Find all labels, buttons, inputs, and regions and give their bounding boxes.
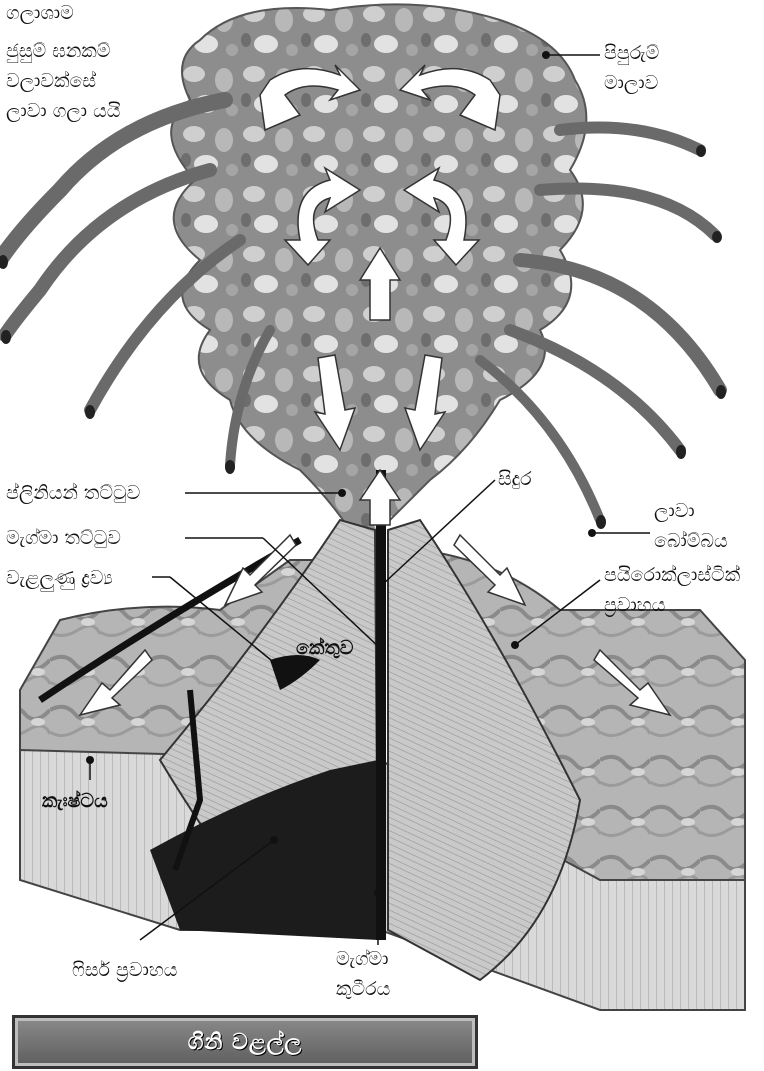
label-lava-bomb-line-2: බෝම්බය [654,526,728,556]
label-magma-chamber-line-2: කුටීරය [336,974,390,1004]
label-pyroclast-flow-top: ජුසුම් ඝනකම් වලාවක්සේ ලාවා ගලා යයි [6,36,120,126]
label-crust-text: කැඃෂ්ටය [42,786,108,816]
label-ketuwa: කේතුව [296,633,353,663]
label-pyroclast-line-2: වලාවක්සේ [6,66,120,96]
label-magma-layer-text: මැග්මා තට්ටුව [6,523,121,553]
label-plinian-layer: ප්ලිනියන් තට්ටුව [6,478,140,508]
label-pyroclastic-line-1: පයිරොක්ලාස්ටික් [604,560,740,590]
conduit [376,470,386,940]
title-banner: ගිනි වළල්ල [12,1015,478,1069]
label-plinian-text: ප්ලිනියන් තට්ටුව [6,478,140,508]
diagram-title: ගිනි වළල්ල [188,1030,302,1055]
label-crust: කැඃෂ්ටය [42,786,108,816]
label-ketuwa-text: කේතුව [296,633,353,663]
label-welded-material: වැළලුණු ද්‍රව්‍ය [6,563,113,593]
label-pipurum-mala: පිපුරුම් මාලාව [604,38,659,98]
label-magma-chamber-line-1: මැග්මා [336,944,390,974]
label-top-partial: ගලාශාම [6,0,74,28]
label-pyroclastic-flow: පයිරොක්ලාස්ටික් ප්‍රවාහය [604,560,740,620]
label-sidura: සිදුර [498,464,532,494]
label-pipurum-line-1: පිපුරුම් [604,38,659,68]
label-magma-layer: මැග්මා තට්ටුව [6,523,121,553]
label-pipurum-line-2: මාලාව [604,68,659,98]
label-magma-chamber: මැග්මා කුටීරය [336,944,390,1004]
label-welded-text: වැළලුණු ද්‍රව්‍ය [6,563,113,593]
label-pyroclast-line-1: ජුසුම් ඝනකම් [6,36,120,66]
label-pyroclastic-line-2: ප්‍රවාහය [604,590,740,620]
label-pyroclast-line-3: ලාවා ගලා යයි [6,96,120,126]
label-fissure-flow: ෆිසර් ප්‍රවාහය [72,955,177,985]
label-top-partial-text: ගලාශාම [6,0,74,28]
label-fissure-text: ෆිසර් ප්‍රවාහය [72,955,177,985]
label-lava-bomb: ලාවා බෝම්බය [654,496,728,556]
label-sidura-text: සිදුර [498,464,532,494]
label-lava-bomb-line-1: ලාවා [654,496,728,526]
